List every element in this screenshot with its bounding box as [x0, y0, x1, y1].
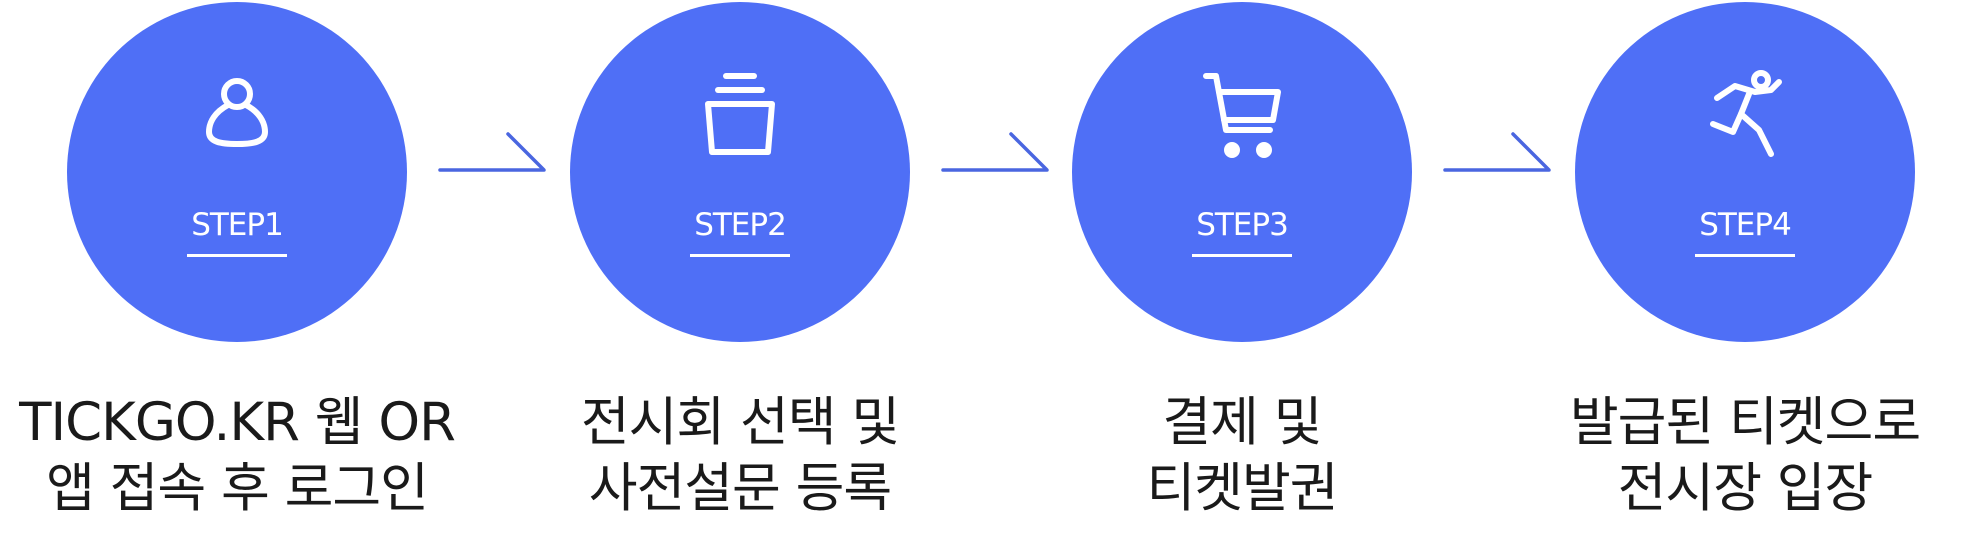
step-4-label: STEP4: [1699, 207, 1792, 243]
basket-icon: [700, 70, 780, 170]
step-4-caption: 발급된 티켓으로 전시장 입장: [1495, 390, 1968, 522]
step-2-caption-line-1: 전시회 선택 및: [580, 392, 900, 453]
step-2-label: STEP2: [694, 207, 787, 243]
step-1-caption-line-2: 앱 접속 후 로그인: [46, 458, 429, 519]
step-4: STEP4 발급된 티켓으로 전시장 입장: [1495, 0, 1968, 534]
arrow-3-to-4: [1443, 130, 1553, 175]
step-3: STEP3 결제 및 티켓발권: [992, 0, 1492, 534]
step-4-circle: STEP4: [1575, 2, 1915, 342]
step-1: STEP1 TICKGO.KR 웹 OR 앱 접속 후 로그인: [0, 0, 487, 534]
step-1-underline: [187, 254, 287, 257]
step-2: STEP2 전시회 선택 및 사전설문 등록: [490, 0, 990, 534]
step-3-caption: 결제 및 티켓발권: [992, 390, 1492, 522]
step-2-caption: 전시회 선택 및 사전설문 등록: [490, 390, 990, 522]
step-4-underline: [1695, 254, 1795, 257]
step-4-caption-line-2: 전시장 입장: [1617, 458, 1874, 519]
running-person-icon: [1705, 70, 1785, 170]
step-2-underline: [690, 254, 790, 257]
user-icon: [197, 70, 277, 170]
step-3-underline: [1192, 254, 1292, 257]
arrow-1-to-2: [438, 130, 548, 175]
arrow-2-to-3: [941, 130, 1051, 175]
cart-icon: [1202, 70, 1282, 170]
step-1-caption-line-1: TICKGO.KR 웹 OR: [19, 392, 456, 453]
step-3-circle: STEP3: [1072, 2, 1412, 342]
step-3-label: STEP3: [1196, 207, 1289, 243]
step-1-caption: TICKGO.KR 웹 OR 앱 접속 후 로그인: [0, 390, 487, 522]
step-3-caption-line-2: 티켓발권: [1146, 458, 1338, 519]
step-2-circle: STEP2: [570, 2, 910, 342]
step-1-label: STEP1: [191, 207, 284, 243]
step-1-circle: STEP1: [67, 2, 407, 342]
step-2-caption-line-2: 사전설문 등록: [588, 458, 892, 519]
step-4-caption-line-1: 발급된 티켓으로: [1569, 392, 1921, 453]
step-3-caption-line-1: 결제 및: [1162, 392, 1322, 453]
